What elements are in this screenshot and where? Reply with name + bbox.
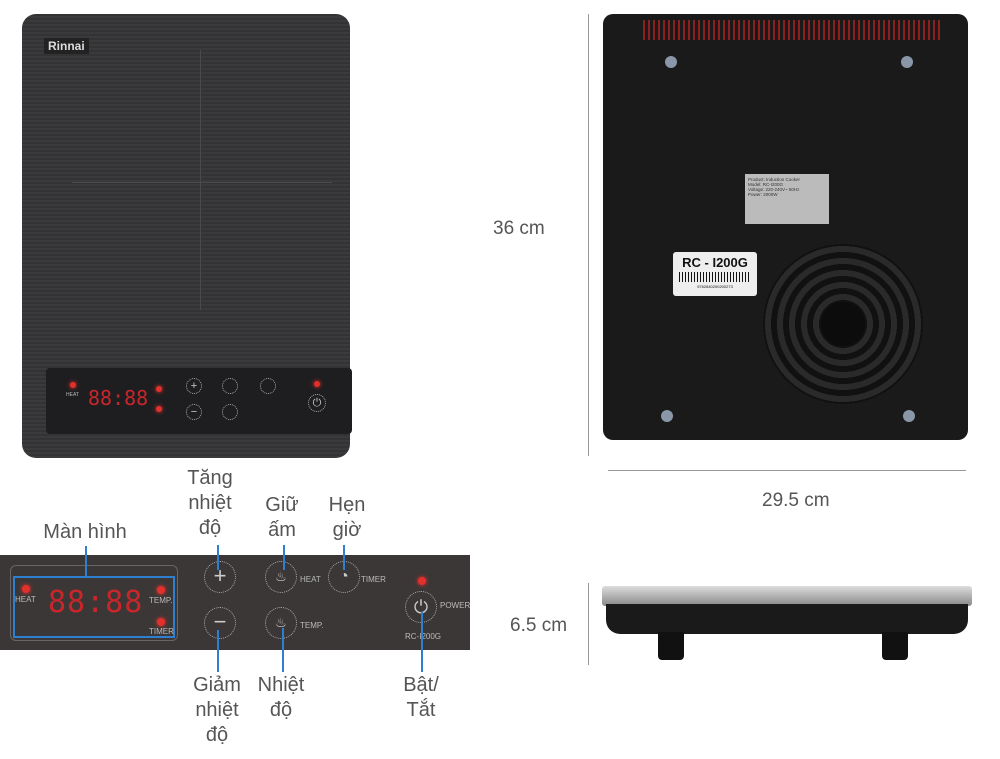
- power-led: [418, 577, 426, 585]
- timer-led-label: TIMER: [149, 627, 174, 636]
- heat-button-label: HEAT: [300, 575, 321, 584]
- power-button-label: POWER: [440, 601, 471, 610]
- heat-led: [70, 382, 76, 388]
- temp-button-label: TEMP.: [300, 621, 324, 630]
- callout-display: Màn hình: [43, 521, 127, 543]
- control-panel-closeup: HEAT 88:88 TEMP. TIMER + − ♨ HEAT ♨ TEMP…: [0, 555, 470, 650]
- top-display: 88:88: [88, 386, 149, 410]
- fan-grille: [763, 244, 923, 404]
- decrease-button[interactable]: −: [204, 607, 236, 639]
- brand-logo: Rinnai: [44, 38, 89, 54]
- depth-label: 6.5 cm: [510, 615, 568, 636]
- cooktop-side-view: [602, 586, 972, 606]
- keep-warm-button[interactable]: ♨: [265, 561, 297, 593]
- timer-led: [156, 406, 162, 412]
- width-label: 29.5 cm: [762, 490, 830, 511]
- width-dimension-line: [608, 470, 966, 471]
- temp-button[interactable]: [222, 404, 238, 420]
- temp-led: [157, 586, 165, 594]
- callout-timer: Hẹn giờ: [328, 494, 366, 541]
- display-highlight: [13, 576, 175, 638]
- heat-led: [22, 585, 30, 593]
- callout-keep-warm: Giữ ấm: [265, 494, 299, 541]
- timer-button[interactable]: [260, 378, 276, 394]
- power-button[interactable]: ⏻: [308, 394, 326, 412]
- timer-button-label: TIMER: [361, 575, 386, 584]
- callout-power: Bật/ Tắt: [403, 674, 439, 721]
- temp-led: [156, 386, 162, 392]
- model-sticker: RC - I200G 5762840200200273: [673, 252, 757, 296]
- timer-led: [157, 618, 165, 626]
- heat-button[interactable]: [222, 378, 238, 394]
- top-control-panel: HEAT 88:88 + − ⏻: [46, 368, 352, 434]
- height-label: 36 cm: [493, 218, 545, 239]
- plus-button[interactable]: +: [186, 378, 202, 394]
- height-dimension-line: [588, 14, 589, 456]
- heat-text: HEAT: [66, 392, 79, 398]
- temp-led-label: TEMP.: [149, 596, 173, 605]
- callout-increase: Tăng nhiệt độ: [187, 467, 233, 539]
- power-led: [314, 381, 320, 387]
- temperature-button[interactable]: ♨: [265, 607, 297, 639]
- increase-button[interactable]: +: [204, 561, 236, 593]
- model-text: RC-I200G: [405, 632, 442, 641]
- heat-led-label: HEAT: [15, 595, 36, 604]
- callout-decrease: Giảm nhiệt độ: [193, 674, 241, 746]
- display-digits: 88:88: [48, 585, 144, 620]
- minus-button[interactable]: −: [186, 404, 202, 420]
- depth-dimension-line: [588, 583, 589, 665]
- callout-temperature: Nhiệt độ: [257, 674, 305, 721]
